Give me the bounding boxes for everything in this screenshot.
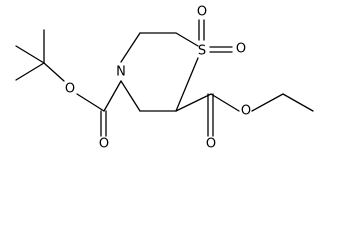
bond-c2-n — [120, 32, 141, 63]
bond-n-boc-c — [103, 80, 122, 112]
bond-s-c3 — [175, 32, 199, 47]
atom-s: S — [198, 44, 206, 59]
atom-o-sulfonyl-top: O — [197, 5, 207, 20]
bond-c5-ester-c — [175, 93, 212, 112]
bonds — [15, 19, 314, 137]
atom-o-boc-carbonyl: O — [99, 137, 109, 152]
bond-n-c6 — [120, 80, 141, 112]
bond-ch2-ch3 — [282, 93, 314, 112]
bond-oester-cq — [43, 62, 65, 82]
bond-boc-c-oester — [76, 93, 105, 112]
atom-o-ethyl-carbonyl: O — [206, 137, 216, 152]
atom-o-boc-ester: O — [65, 82, 75, 97]
atom-o-ethyl-ester: O — [241, 104, 251, 119]
structure-diagram: S N O O O O O O — [15, 5, 314, 152]
bond-cq-me3 — [15, 45, 45, 64]
atom-o-sulfonyl-right: O — [236, 42, 246, 57]
bond-ester-c-o-single — [210, 93, 240, 112]
atom-n: N — [116, 65, 126, 80]
bond-c5-s — [175, 57, 199, 112]
molecule-drawing: S N O O O O O O — [15, 5, 314, 152]
atom-labels: S N O O O O O O — [65, 5, 251, 152]
bond-cq-me2 — [15, 62, 45, 81]
bond-o-ch2 — [251, 93, 284, 112]
